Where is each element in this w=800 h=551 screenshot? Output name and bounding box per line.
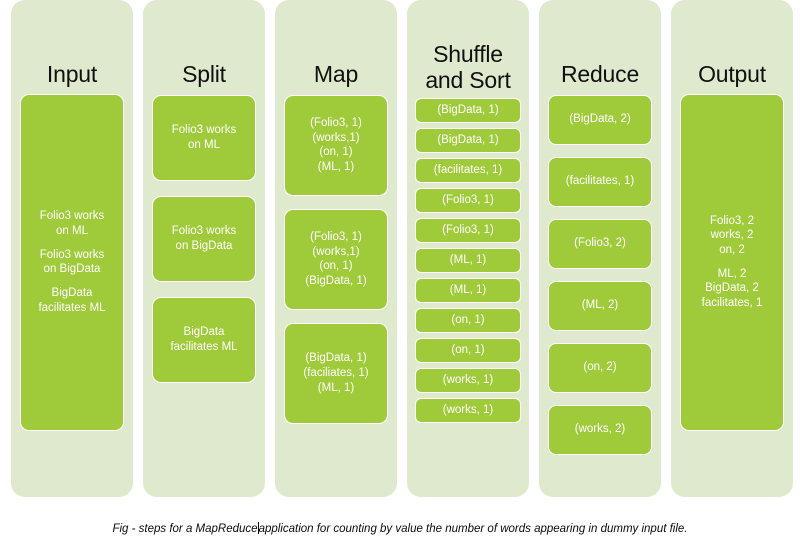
reduce-row-list: (BigData, 2) (facilitates, 1) (Folio3, 2… bbox=[548, 94, 652, 467]
column-title-shuffle-and-sort: Shuffle and Sort bbox=[407, 41, 529, 94]
text-line: on, 2 bbox=[719, 244, 745, 257]
reduce-row: (BigData, 2) bbox=[548, 94, 652, 145]
reduce-row: (Folio3, 2) bbox=[548, 218, 652, 269]
title-line: Shuffle bbox=[433, 41, 503, 67]
shuffle-row: (works, 1) bbox=[415, 397, 521, 423]
shuffle-row: (BigData, 1) bbox=[415, 127, 521, 153]
shuffle-row: (works, 1) bbox=[415, 367, 521, 393]
map-box: (Folio3, 1) (works,1) (on, 1) (ML, 1) bbox=[284, 94, 388, 196]
reduce-row: (works, 2) bbox=[548, 404, 652, 455]
text-line: (works,1) bbox=[312, 131, 360, 144]
column-title-input: Input bbox=[46, 61, 98, 87]
shuffle-row: (ML, 1) bbox=[415, 277, 521, 303]
shuffle-row-list: (BigData, 1) (BigData, 1) (facilitates, … bbox=[415, 97, 521, 428]
output-line-group: ML, 2 BigData, 2 facilitates, 1 bbox=[702, 267, 763, 311]
output-line-group: Folio3, 2 works, 2 on, 2 bbox=[710, 214, 754, 258]
column-map: Map (Folio3, 1) (works,1) (on, 1) (ML, 1… bbox=[275, 0, 397, 497]
shuffle-row: (Folio3, 1) bbox=[415, 217, 521, 243]
map-box: (Folio3, 1) (works,1) (on, 1) (BigData, … bbox=[284, 208, 388, 310]
text-line: Folio3 works bbox=[39, 210, 105, 223]
text-line: facilitates ML bbox=[170, 340, 238, 353]
text-line: on ML bbox=[56, 224, 88, 237]
text-line: BigData, 2 bbox=[705, 282, 759, 295]
caption-part-1: Fig - steps for a MapReduce bbox=[112, 523, 258, 535]
text-line: (BigData, 1) bbox=[305, 274, 367, 287]
split-box: Folio3 works on ML bbox=[152, 94, 256, 181]
shuffle-row: (facilitates, 1) bbox=[415, 157, 521, 183]
text-line: BigData bbox=[183, 326, 225, 339]
map-box-list: (Folio3, 1) (works,1) (on, 1) (ML, 1) (F… bbox=[284, 88, 388, 437]
text-line: facilitates, 1 bbox=[701, 297, 763, 310]
output-data-box: Folio3, 2 works, 2 on, 2 ML, 2 BigData, … bbox=[680, 93, 784, 431]
split-box-list: Folio3 works on ML Folio3 works on BigDa… bbox=[152, 88, 256, 398]
shuffle-row: (BigData, 1) bbox=[415, 97, 521, 123]
text-line: (Folio3, 1) bbox=[310, 230, 362, 243]
text-line: (ML, 1) bbox=[317, 381, 355, 394]
column-split: Split Folio3 works on ML Folio3 works on… bbox=[143, 0, 265, 497]
text-line: Folio3, 2 bbox=[709, 214, 755, 227]
text-line: ML, 2 bbox=[717, 267, 747, 280]
input-line-group: BigData facilitates ML bbox=[38, 286, 105, 315]
column-title-map: Map bbox=[313, 61, 359, 87]
column-title-reduce: Reduce bbox=[560, 61, 640, 87]
input-line-group: Folio3 works on BigData bbox=[40, 248, 105, 277]
text-line: facilitates ML bbox=[38, 301, 106, 314]
text-line: on ML bbox=[188, 138, 220, 151]
columns-container: Input Folio3 works on ML Folio3 works on… bbox=[11, 0, 793, 497]
text-line: (Folio3, 1) bbox=[310, 116, 362, 129]
column-output: Output Folio3, 2 works, 2 on, 2 ML, 2 Bi… bbox=[671, 0, 793, 497]
reduce-row: (ML, 2) bbox=[548, 280, 652, 331]
text-line: on BigData bbox=[175, 239, 233, 252]
shuffle-row: (ML, 1) bbox=[415, 247, 521, 273]
reduce-row: (facilitates, 1) bbox=[548, 156, 652, 207]
text-line: (faciliates, 1) bbox=[303, 366, 369, 379]
text-line: (ML, 1) bbox=[317, 160, 355, 173]
caption-part-2: application for counting by value the nu… bbox=[258, 523, 688, 535]
text-line: Folio3 works bbox=[171, 225, 237, 238]
text-line: works, 2 bbox=[710, 229, 754, 242]
text-line: (on, 1) bbox=[319, 146, 353, 159]
text-line: Folio3 works bbox=[39, 248, 105, 261]
figure-caption: Fig - steps for a MapReduceapplication f… bbox=[0, 522, 800, 535]
column-title-output: Output bbox=[698, 61, 766, 87]
input-line-group: Folio3 works on ML bbox=[40, 209, 105, 238]
column-reduce: Reduce (BigData, 2) (facilitates, 1) (Fo… bbox=[539, 0, 661, 497]
map-box: (BigData, 1) (faciliates, 1) (ML, 1) bbox=[284, 322, 388, 424]
shuffle-row: (on, 1) bbox=[415, 337, 521, 363]
text-line: (works,1) bbox=[312, 245, 360, 258]
text-line: BigData bbox=[51, 286, 93, 299]
shuffle-row: (Folio3, 1) bbox=[415, 187, 521, 213]
column-title-split: Split bbox=[182, 61, 226, 87]
text-line: on BigData bbox=[43, 263, 101, 276]
split-box: Folio3 works on BigData bbox=[152, 195, 256, 282]
reduce-row: (on, 2) bbox=[548, 342, 652, 393]
column-shuffle-and-sort: Shuffle and Sort (BigData, 1) (BigData, … bbox=[407, 0, 529, 497]
column-input: Input Folio3 works on ML Folio3 works on… bbox=[11, 0, 133, 497]
text-line: (on, 1) bbox=[319, 260, 353, 273]
input-data-box: Folio3 works on ML Folio3 works on BigDa… bbox=[20, 93, 124, 431]
split-box: BigData facilitates ML bbox=[152, 296, 256, 383]
title-line: and Sort bbox=[425, 66, 511, 93]
text-cursor-caret bbox=[257, 522, 259, 534]
text-line: (BigData, 1) bbox=[305, 352, 367, 365]
shuffle-row: (on, 1) bbox=[415, 307, 521, 333]
text-line: Folio3 works bbox=[171, 124, 237, 137]
